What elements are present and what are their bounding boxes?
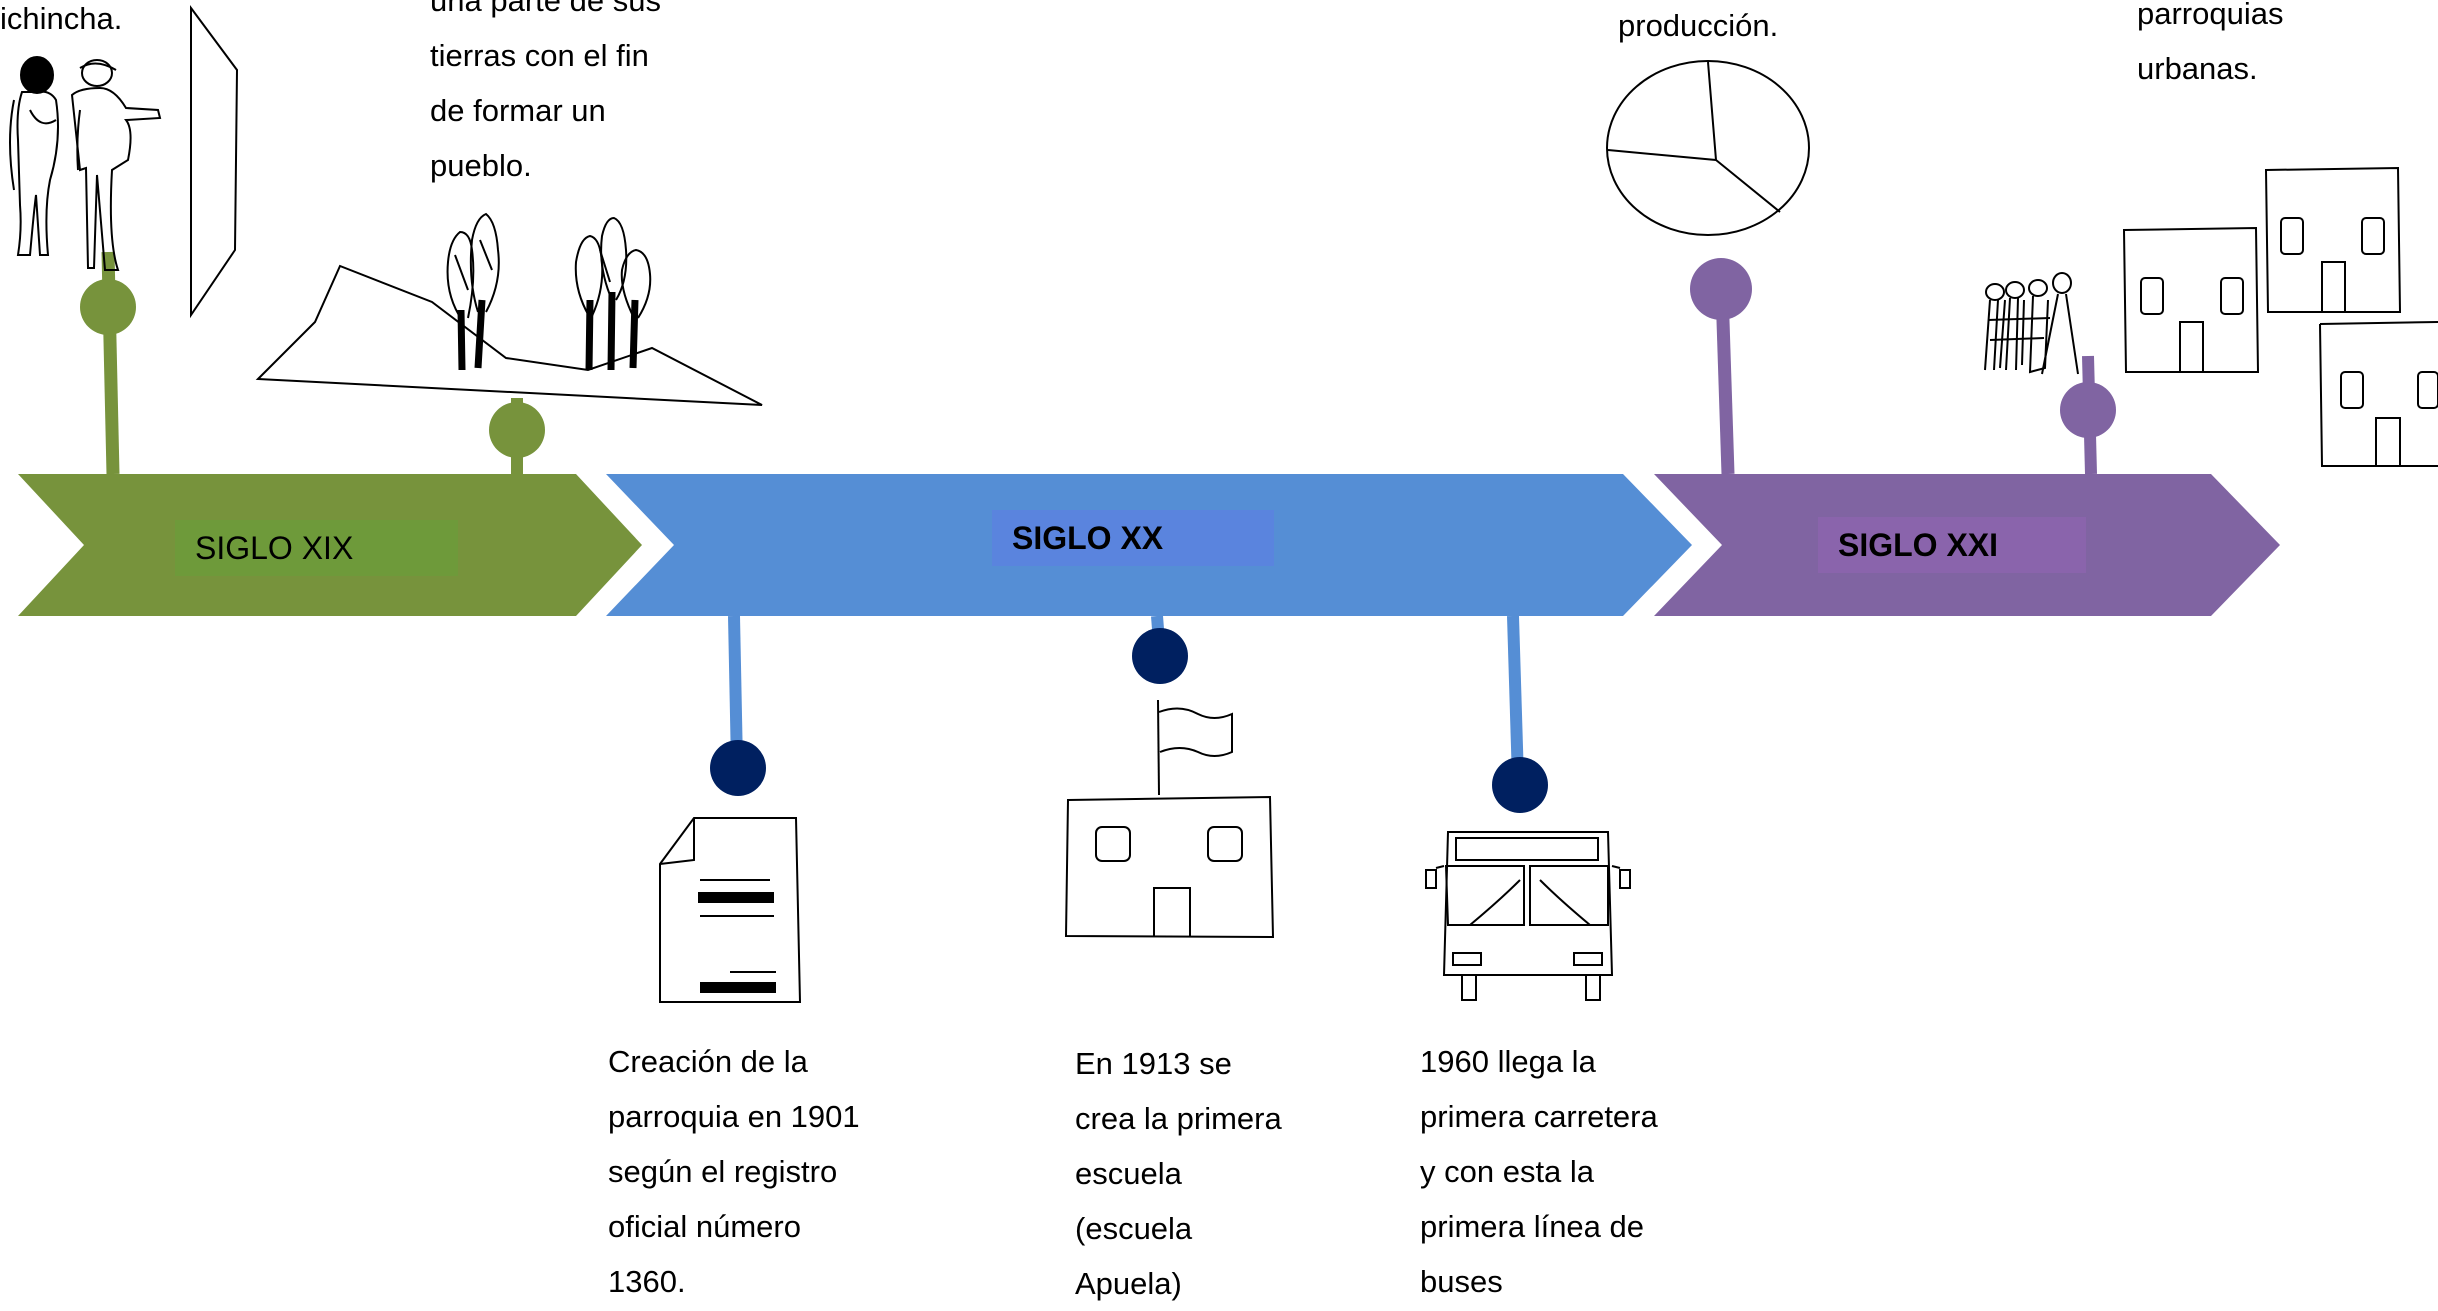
- event-1-text: ichincha.: [0, 0, 122, 46]
- marker-xx-1: [710, 740, 766, 796]
- event-2-text: una parte de sus tierras con el fin de f…: [430, 0, 661, 193]
- marker-xxi-2: [2060, 382, 2116, 438]
- event-3-line: según el registro: [608, 1154, 838, 1189]
- event-2-line: tierras con el fin: [430, 38, 649, 73]
- event-3-line: oficial número: [608, 1209, 801, 1244]
- event-4-line: Apuela): [1075, 1266, 1182, 1301]
- bus-icon: [1425, 831, 1631, 1001]
- event-4-text: En 1913 se crea la primera escuela (escu…: [1075, 1036, 1282, 1311]
- event-3-line: 1360.: [608, 1264, 686, 1299]
- event-6-text: producción.: [1618, 0, 1778, 53]
- marker-xix-1: [80, 279, 136, 335]
- marker-xxi-1: [1690, 258, 1752, 320]
- event-5-line: 1960 llega la: [1420, 1044, 1596, 1079]
- era-label-xix-text: SIGLO XIX: [195, 529, 354, 566]
- people-icon: [9, 4, 239, 319]
- era-label-xix: SIGLO XIX: [175, 520, 458, 576]
- era-label-xxi: SIGLO XXI: [1818, 517, 2086, 573]
- marker-xx-3: [1492, 757, 1548, 813]
- event-2-line: de formar un: [430, 93, 606, 128]
- marker-xix-2: [489, 402, 545, 458]
- event-5-line: y con esta la: [1420, 1154, 1595, 1189]
- era-label-xxi-text: SIGLO XXI: [1838, 526, 1999, 563]
- event-7-line: urbanas.: [2137, 51, 2258, 86]
- era-label-xx-text: SIGLO XX: [1012, 519, 1164, 556]
- event-2-line: pueblo.: [430, 148, 532, 183]
- school-icon: [1064, 699, 1275, 939]
- stem-xxi-1: [1715, 289, 1735, 475]
- event-3-line: parroquia en 1901: [608, 1099, 860, 1134]
- event-5-line: buses: [1420, 1264, 1503, 1299]
- era-label-xx: SIGLO XX: [992, 510, 1274, 566]
- event-4-line: En 1913 se: [1075, 1046, 1232, 1081]
- group-icon: [1984, 272, 2079, 375]
- event-5-line: primera carretera: [1420, 1099, 1658, 1134]
- event-4-line: escuela: [1075, 1156, 1182, 1191]
- marker-xx-2: [1132, 628, 1188, 684]
- event-2-line: una parte de sus: [430, 0, 661, 18]
- event-7-text: parroquias urbanas.: [2137, 0, 2283, 96]
- stem-xx-3: [1507, 615, 1524, 781]
- event-6-line: producción.: [1618, 8, 1779, 43]
- event-4-line: crea la primera: [1075, 1101, 1282, 1136]
- event-3-text: Creación de la parroquia en 1901 según e…: [608, 1034, 860, 1309]
- houses-icon: [2122, 166, 2438, 467]
- pie-icon: [1606, 60, 1810, 236]
- landscape-trees-icon: [255, 212, 763, 406]
- event-1-line: ichincha.: [0, 1, 123, 36]
- event-3-line: Creación de la: [608, 1044, 808, 1079]
- event-5-text: 1960 llega la primera carretera y con es…: [1420, 1034, 1658, 1309]
- document-icon: [659, 817, 802, 1003]
- event-4-line: (escuela: [1075, 1211, 1193, 1246]
- event-5-line: primera línea de: [1420, 1209, 1645, 1244]
- event-7-line: parroquias: [2137, 0, 2284, 31]
